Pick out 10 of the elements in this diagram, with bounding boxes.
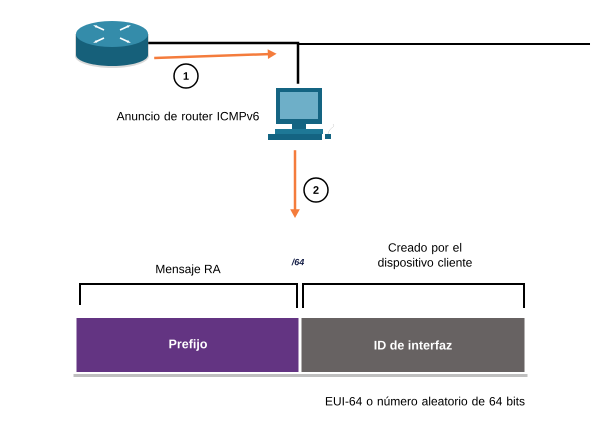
prefix-length: /64 <box>291 258 304 266</box>
caption-text: Mensaje RA <box>156 264 221 276</box>
field-box: Prefijo <box>74 315 302 377</box>
callout-number: 1 <box>173 63 199 89</box>
caption-text: Creado por el dispositivo cliente <box>378 242 472 270</box>
computer-drawing <box>268 88 334 140</box>
router-drawing <box>75 21 149 68</box>
field-box: ID de interfaz <box>298 315 528 377</box>
caption-text: EUI-64 o número aleatorio de 64 bits <box>326 396 525 406</box>
callout-number: 2 <box>303 177 329 203</box>
